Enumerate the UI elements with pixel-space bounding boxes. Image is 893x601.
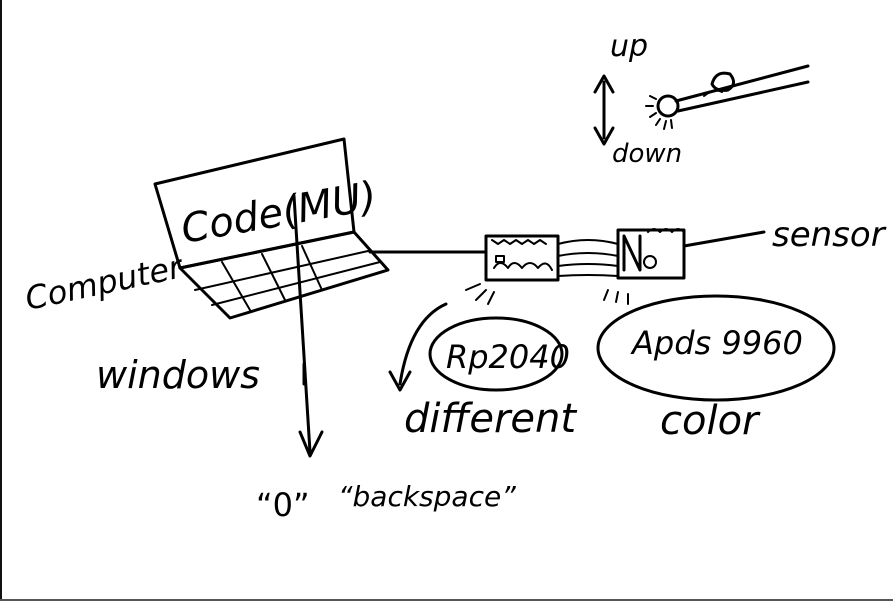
code-to-keys-arrow-shaft [292, 194, 312, 454]
curved-arrowhead [388, 370, 412, 392]
bottom-edge-line [0, 599, 893, 601]
board-labels-group: Rp2040 Apds 9960 different color [388, 294, 836, 444]
light-rays-icon [645, 95, 673, 130]
keyboard-col-line-1 [221, 261, 251, 311]
wand-lower-line [676, 80, 810, 113]
board-wire-3 [557, 263, 619, 267]
apds-board-group: sensor [603, 215, 887, 305]
rp2040-label: Rp2040 [446, 338, 570, 376]
code-mu-label: Code(MU) [178, 173, 380, 253]
rp2040-board [484, 234, 560, 282]
keyboard-row-line-1 [194, 250, 369, 291]
hand-icon [710, 71, 735, 92]
apds-label: Apds 9960 [630, 324, 803, 362]
board-wire-4 [557, 274, 619, 277]
backspace-key-label: “backspace” [338, 480, 516, 513]
code-to-keys-arrowhead [298, 430, 324, 458]
windows-label: windows [96, 353, 260, 397]
board-wire-2 [557, 252, 619, 257]
rp2040-ellipse [428, 316, 564, 392]
rp2040-chip-icon [495, 255, 505, 263]
sensor-label: sensor [772, 215, 887, 255]
down-label: down [612, 139, 682, 169]
up-arrowhead [593, 74, 615, 94]
keyboard-col-line-3 [301, 245, 323, 291]
hand-finger-line [703, 89, 723, 97]
rp2040-led-rays-icon [465, 283, 495, 305]
wand-upper-line [674, 64, 810, 103]
different-label: different [404, 396, 577, 442]
keyboard-row-line-2 [211, 261, 381, 306]
light-ball-icon [656, 94, 680, 118]
apds-pin-header [647, 228, 685, 233]
apds-sensor-eye-icon [643, 255, 657, 269]
sensor-pointer-line [682, 230, 766, 248]
down-arrowhead [593, 126, 615, 146]
up-label: up [610, 29, 648, 64]
rp2040-board-group [465, 234, 560, 305]
apds-board [616, 228, 686, 280]
left-edge-line [0, 0, 2, 601]
board-wire-1 [557, 239, 619, 245]
rp2040-pin-header-bottom [493, 262, 553, 271]
apds-led-rays-icon [603, 289, 629, 305]
computer-label: Computer [22, 247, 187, 318]
apds-ellipse [596, 294, 836, 402]
curved-arrow-shaft [398, 302, 448, 386]
keyboard-col-line-2 [261, 253, 286, 301]
color-label: color [660, 398, 761, 444]
apds-chip-mark-icon [622, 234, 642, 272]
up-down-motion-group: up down [593, 29, 810, 169]
rp2040-pin-header-top [491, 239, 547, 245]
zero-key-label: “0” [256, 486, 310, 524]
